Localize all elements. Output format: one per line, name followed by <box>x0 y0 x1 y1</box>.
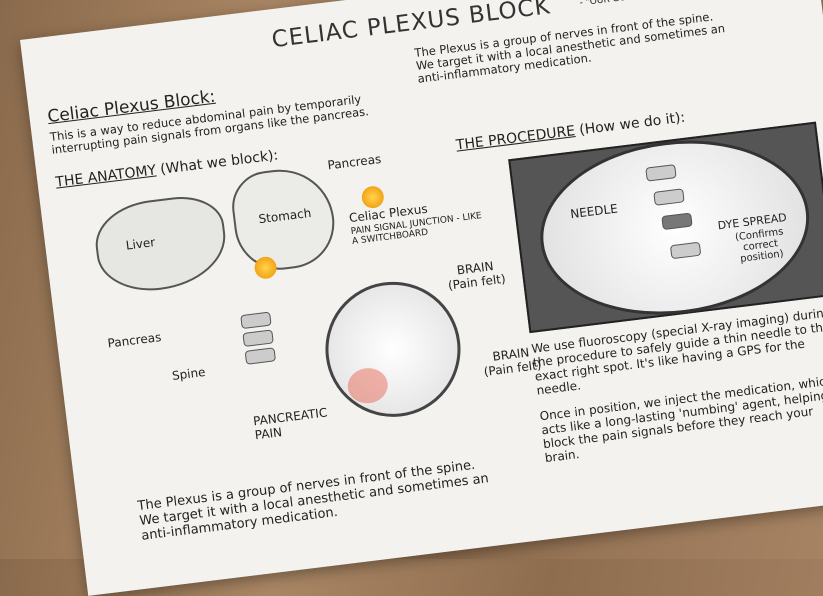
spine-label: Spine <box>171 364 207 383</box>
procedure-heading-note: (How we do it): <box>578 109 687 139</box>
bottom-text: The Plexus is a group of nerves in front… <box>136 457 490 544</box>
needle-label: NEEDLE <box>569 201 619 222</box>
pancreas-top-label: Pancreas <box>326 151 382 173</box>
fluoroscopy-frame: NEEDLE DYE SPREAD (Confirms correct posi… <box>508 121 823 334</box>
procedure-heading-title: THE PROCEDURE <box>455 123 577 154</box>
pain-spot <box>345 365 390 406</box>
vertebra <box>244 347 277 365</box>
nerve-magnifier <box>317 274 469 425</box>
brain-label-1: BRAIN(Pain felt) <box>446 258 506 293</box>
liver-drawing <box>90 191 231 297</box>
napkin: CELIAC PLEXUS BLOCK - "OUR GUIDANCE MAP"… <box>20 0 823 596</box>
vertebra <box>240 311 272 330</box>
fluoroscopy-view: NEEDLE DYE SPREAD (Confirms correct posi… <box>530 125 820 330</box>
dye-note: (Confirms correct position) <box>734 226 785 265</box>
vertebra <box>653 188 685 206</box>
subtitle: - "OUR GUIDANCE MAP" <box>579 0 687 8</box>
anatomy-heading-title: THE ANATOMY <box>54 162 158 191</box>
vertebra <box>669 241 702 260</box>
vertebra <box>645 164 677 182</box>
sun-icon <box>360 184 386 210</box>
pancreas-label: Pancreas <box>106 330 163 351</box>
dye-spread <box>661 212 693 231</box>
pancreatic-pain-label: PANCREATIC PAIN <box>252 405 329 443</box>
vertebra <box>242 329 274 347</box>
